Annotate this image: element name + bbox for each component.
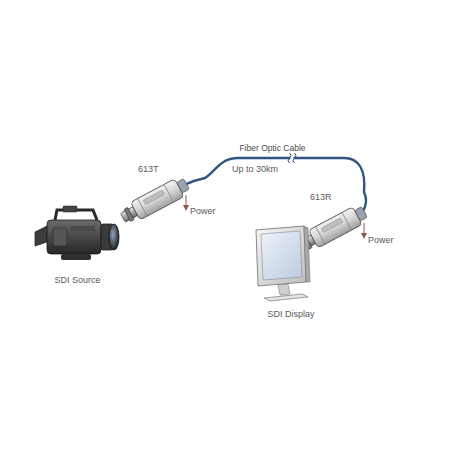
cable-label: Fiber Optic Cable	[237, 143, 307, 153]
sdi-source-camera: SDI Source	[27, 202, 128, 286]
fiber-optic-cable	[205, 153, 364, 192]
cable-line	[205, 158, 364, 192]
model-label: 613R	[310, 192, 383, 203]
power-leader	[186, 195, 187, 208]
device-caption: SDI Display	[244, 309, 338, 320]
model-label: 613T	[138, 164, 205, 175]
camcorder-illustration	[27, 202, 122, 272]
device-caption: SDI Source	[27, 275, 128, 286]
cable-break-mark	[288, 153, 296, 163]
power-leader	[364, 223, 365, 236]
sdi-display-monitor: SDI Display	[244, 224, 338, 320]
distance-note: Up to 30km	[232, 164, 278, 175]
power-label: Power	[190, 206, 216, 217]
power-label: Power	[368, 235, 394, 246]
monitor-illustration	[244, 224, 334, 304]
